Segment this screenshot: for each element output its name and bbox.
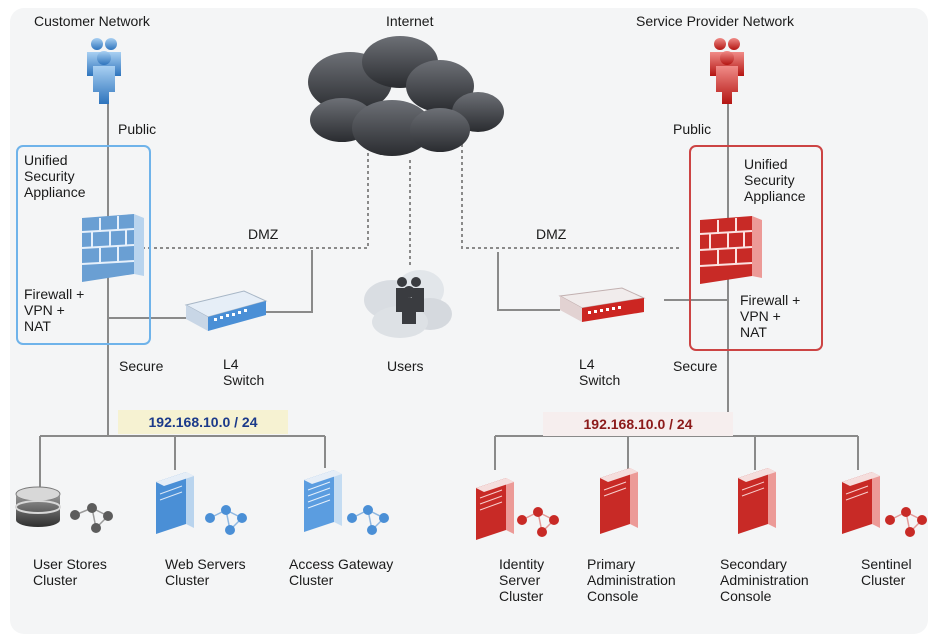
- l4-switch-label-left: L4 Switch: [223, 356, 265, 388]
- public-label-left: Public: [118, 121, 157, 137]
- provider-firewall-icon: [699, 216, 762, 284]
- customer-firewall-icon: [81, 214, 144, 282]
- access-gateway-icon: [304, 470, 342, 532]
- unified-security-appliance-left: Unified Security Appliance: [24, 152, 86, 200]
- access-gateway-cluster-label: Access Gateway Cluster: [289, 556, 394, 588]
- web-servers-cluster-nodes-icon: [205, 505, 247, 535]
- dmz-label-left: DMZ: [248, 226, 279, 242]
- secondary-administration-console-label: Secondary Administration Console: [720, 556, 809, 604]
- primary-admin-server-icon: [600, 468, 638, 534]
- l4-switch-label-right: L4 Switch: [579, 356, 621, 388]
- user-stores-cluster-label: User Stores Cluster: [33, 556, 107, 588]
- dmz-label-right: DMZ: [536, 226, 567, 242]
- customer-users-icon: [87, 38, 121, 104]
- secondary-admin-server-icon: [738, 468, 776, 534]
- identity-cluster-nodes-icon: [517, 507, 559, 537]
- unified-security-appliance-right: Unified Security Appliance: [744, 156, 806, 204]
- customer-network-title: Customer Network: [34, 13, 150, 29]
- provider-l4-switch-icon: [558, 287, 646, 322]
- user-stores-cluster-nodes-icon: [70, 503, 113, 533]
- dmz-dotted-lines: [142, 144, 682, 268]
- internet-cloud-icon: [308, 36, 504, 156]
- service-provider-network-title: Service Provider Network: [636, 13, 794, 29]
- provider-appliance-box: [689, 145, 823, 351]
- subnet-label-right: 192.168.10.0 / 24: [543, 412, 733, 436]
- access-gateway-cluster-nodes-icon: [347, 505, 389, 535]
- customer-appliance-box: [16, 145, 151, 345]
- internet-title: Internet: [386, 13, 434, 29]
- primary-administration-console-label: Primary Administration Console: [587, 556, 676, 604]
- subnet-label-left: 192.168.10.0 / 24: [118, 410, 288, 434]
- customer-l4-switch-icon: [184, 290, 268, 331]
- users-label: Users: [387, 358, 424, 374]
- firewall-vpn-nat-right: Firewall + VPN + NAT: [740, 292, 801, 340]
- users-cloud-icon: [364, 270, 452, 338]
- secure-label-right: Secure: [673, 358, 718, 374]
- identity-server-cluster-label: Identity Server Cluster: [499, 556, 545, 604]
- web-servers-cluster-label: Web Servers Cluster: [165, 556, 246, 588]
- sentinel-server-icon: [842, 472, 880, 534]
- user-stores-icon: [15, 486, 61, 527]
- public-label-right: Public: [673, 121, 712, 137]
- sentinel-cluster-label: Sentinel Cluster: [861, 556, 912, 588]
- provider-users-icon: [710, 38, 744, 104]
- web-server-icon: [156, 472, 194, 534]
- identity-server-icon: [476, 478, 514, 540]
- connection-lines: [39, 100, 859, 490]
- firewall-vpn-nat-left: Firewall + VPN + NAT: [24, 286, 85, 334]
- secure-label-left: Secure: [119, 358, 164, 374]
- sentinel-cluster-nodes-icon: [885, 507, 927, 537]
